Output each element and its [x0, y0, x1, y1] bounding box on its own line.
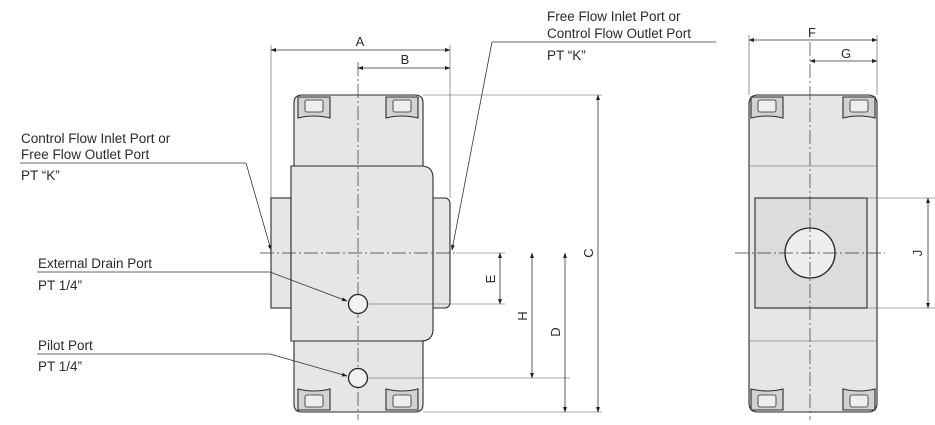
front-main-body — [290, 165, 434, 342]
callout-control-flow-inlet: Control Flow Inlet Port or Free Flow Out… — [20, 131, 272, 251]
hex-bolt-icon — [842, 96, 876, 119]
dim-label-e: E — [483, 274, 498, 283]
dim-label-c: C — [581, 248, 596, 257]
pilot-spec: PT 1/4” — [38, 359, 82, 374]
side-view — [735, 35, 935, 420]
external-drain-line1: External Drain Port — [38, 256, 152, 271]
control-flow-inlet-line1: Control Flow Inlet Port or — [21, 131, 171, 146]
control-flow-inlet-line2: Free Flow Outlet Port — [21, 147, 150, 162]
front-view — [260, 45, 602, 420]
dim-label-f: F — [808, 25, 816, 40]
hex-bolt-icon — [385, 96, 419, 119]
hex-bolt-icon — [297, 388, 331, 411]
dim-label-b: B — [401, 52, 410, 67]
dim-label-d: D — [548, 327, 563, 336]
front-dimensions — [270, 48, 600, 413]
callout-free-flow-inlet: Free Flow Inlet Port or Control Flow Out… — [451, 9, 716, 251]
hex-bolt-icon — [842, 388, 876, 411]
free-flow-inlet-spec: PT “K” — [547, 48, 586, 63]
side-dimensions — [748, 38, 930, 309]
pilot-port-hole — [347, 367, 369, 389]
control-flow-inlet-spec: PT “K” — [21, 168, 60, 183]
dim-label-h: H — [515, 311, 530, 320]
external-drain-spec: PT 1/4” — [38, 278, 82, 293]
free-flow-inlet-line1: Free Flow Inlet Port or — [547, 9, 681, 24]
hex-bolt-icon — [750, 96, 784, 119]
dim-label-g: G — [841, 46, 851, 61]
hex-bolt-icon — [750, 388, 784, 411]
free-flow-inlet-line2: Control Flow Outlet Port — [547, 26, 691, 41]
callout-external-drain: External Drain Port PT 1/4” — [37, 256, 348, 302]
pilot-line1: Pilot Port — [38, 338, 93, 353]
callout-pilot: Pilot Port PT 1/4” — [37, 338, 348, 377]
dim-label-a: A — [356, 34, 365, 49]
external-drain-port-hole — [347, 293, 369, 315]
dim-label-j: J — [910, 250, 925, 257]
hex-bolt-icon — [385, 388, 419, 411]
hex-bolt-icon — [297, 96, 331, 119]
